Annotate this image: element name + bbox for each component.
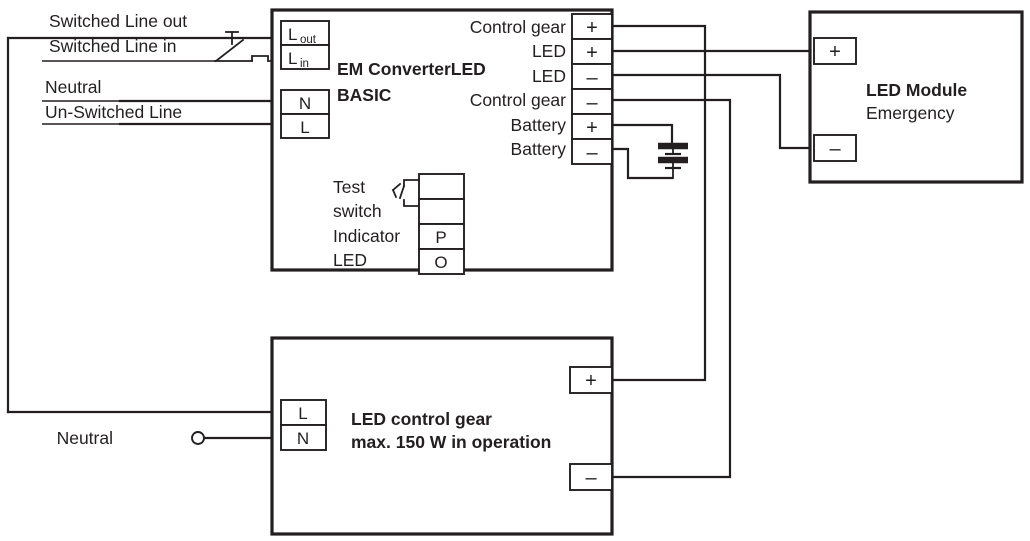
indicator-terminal-o-label: O [434,253,447,272]
control-gear-terminal-minus[interactable] [569,463,613,491]
output-label-controlgear-minus: Control gear [470,90,566,110]
output-terminal-led-plus[interactable] [571,38,613,65]
wire-led-minus-to-module [610,73,814,150]
control-gear-terminal-n-label: N [297,429,309,448]
label-switched-line-out: Switched Line out [49,11,187,31]
output-terminal-battery-minus[interactable] [571,138,613,165]
terminal-n-label: N [299,94,311,113]
battery-symbol [658,142,688,179]
output-sign-battery-minus: – [586,142,598,164]
output-label-led-plus: LED [532,41,566,61]
wire-layer [6,24,814,479]
terminal-l-label: L [300,118,309,137]
neutral-terminal-circle[interactable] [191,431,205,445]
test-switch-terminal-1[interactable] [418,173,465,200]
control-gear-terminal-plus[interactable] [569,366,613,394]
led-module-sign-minus: – [829,138,841,160]
wire-controlgear-plus [610,24,707,382]
output-sign-controlgear-minus: – [586,92,598,114]
test-switch-terminal-2[interactable] [418,198,465,225]
led-module-terminal-plus[interactable] [813,37,857,65]
wire-battery-plus [610,123,674,145]
wire-controlgear-minus [610,98,732,479]
terminal-lout-label: L [288,25,297,44]
control-gear-sign-plus: + [585,370,597,392]
output-label-controlgear-plus: Control gear [470,17,566,37]
output-terminal-controlgear-plus[interactable] [571,13,613,40]
indicator-label-line1: Indicator [333,226,400,246]
output-label-battery-plus: Battery [511,115,567,135]
test-switch-label-line2: switch [333,201,382,221]
output-terminal-led-minus[interactable] [571,63,613,90]
led-module-name: LED Module [866,80,967,100]
led-control-gear-body [270,336,614,536]
output-sign-battery-plus: + [586,117,598,139]
wire-battery-minus [610,147,674,180]
indicator-label-line2: LED [333,250,367,270]
led-control-gear-name-line1: LED control gear [351,409,492,429]
em-converter-name-line2: BASIC [337,85,392,105]
led-control-gear-block: L N + – LED control gear max. 150 W in o… [270,336,614,536]
indicator-terminal-p[interactable] [418,223,465,250]
label-neutral: Neutral [45,77,101,97]
label-un-switched-line: Un-Switched Line [45,102,182,122]
control-gear-terminal-l[interactable] [280,399,327,426]
output-sign-controlgear-plus: + [586,17,598,39]
terminal-lout-subscript: out [300,34,317,46]
em-converter-block: L out L in N L EM ConverterLED BASIC Con… [270,8,614,275]
led-module-subtitle: Emergency [866,103,955,123]
output-sign-led-plus: + [586,42,598,64]
indicator-terminal-o[interactable] [418,248,465,275]
terminal-lin-label: L [288,49,297,68]
output-label-battery-minus: Battery [511,139,567,159]
led-module-block: + – LED Module Emergency [808,10,1024,184]
terminal-l[interactable] [280,113,330,139]
control-gear-terminal-l-label: L [298,404,307,423]
led-control-gear-name-line2: max. 150 W in operation [351,432,551,452]
output-terminal-battery-plus[interactable] [571,113,613,140]
label-switched-line-in: Switched Line in [49,36,176,56]
terminal-lin-subscript: in [300,58,309,70]
switch-symbol-blade [214,38,245,63]
em-converter-name-line1: EM ConverterLED [337,59,486,79]
led-module-terminal-minus[interactable] [813,134,857,162]
label-neutral-bottom: Neutral [57,428,113,448]
test-switch-symbol [391,179,420,207]
output-label-led-minus: LED [532,66,566,86]
control-gear-terminal-n[interactable] [280,424,327,451]
indicator-terminal-p-label: P [435,228,446,247]
test-switch-label-line1: Test [333,177,365,197]
output-sign-led-minus: – [586,67,598,89]
supply-label-group: Switched Line out Switched Line in Neutr… [42,11,216,448]
led-module-sign-plus: + [829,41,841,63]
terminal-lin[interactable] [280,44,330,70]
control-gear-sign-minus: – [585,467,597,489]
output-terminal-controlgear-minus[interactable] [571,88,613,115]
